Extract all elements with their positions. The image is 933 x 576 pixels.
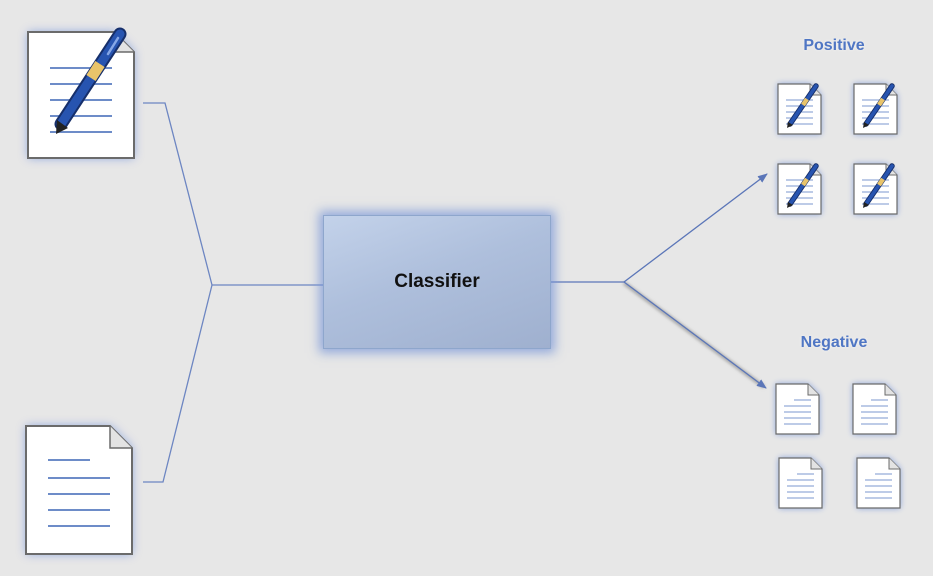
pen-icon xyxy=(787,163,819,208)
positive-document xyxy=(853,83,898,135)
positive-document xyxy=(777,83,822,135)
document-icon xyxy=(775,383,820,435)
positive-arrow xyxy=(623,173,768,283)
document-icon xyxy=(25,425,133,555)
document-icon xyxy=(856,457,901,509)
positive-title: Positive xyxy=(803,37,865,54)
classifier-box: Classifier xyxy=(323,215,551,349)
negative-document xyxy=(856,457,901,509)
negative-document xyxy=(778,457,823,509)
document-icon xyxy=(778,457,823,509)
negative-document xyxy=(775,383,820,435)
negative-title: Negative xyxy=(800,334,868,351)
input-document-with-pen xyxy=(27,27,135,159)
classifier-label: Classifier xyxy=(394,271,480,292)
input-connector-bottom xyxy=(143,284,213,483)
pen-icon xyxy=(54,27,127,134)
input-connector-top xyxy=(143,102,213,286)
pen-icon xyxy=(863,83,895,128)
negative-arrow xyxy=(623,281,767,389)
input-document xyxy=(25,425,133,555)
pen-icon xyxy=(863,163,895,208)
pen-icon xyxy=(787,83,819,128)
negative-document xyxy=(852,383,897,435)
document-icon xyxy=(852,383,897,435)
positive-document xyxy=(777,163,822,215)
positive-document xyxy=(853,163,898,215)
